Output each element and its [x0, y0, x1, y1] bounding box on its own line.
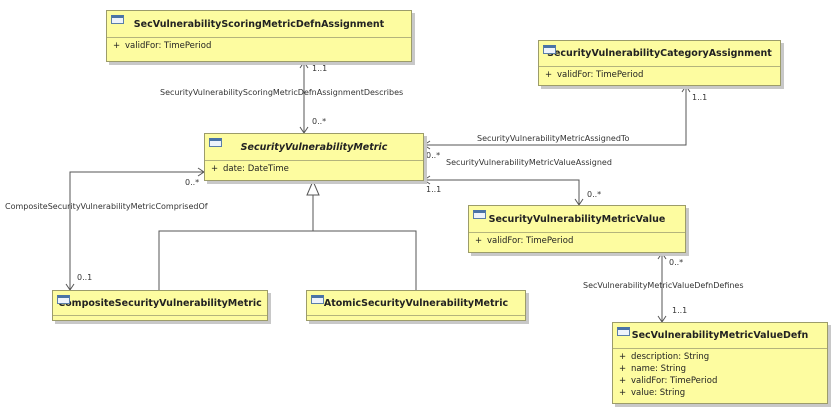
- visibility-marker: +: [619, 388, 627, 398]
- value-assigned-mult-left: 1..1: [426, 185, 442, 194]
- visibility-marker: +: [619, 364, 627, 374]
- describes-arrow-top: [299, 61, 309, 69]
- comprised-of-mult-composite: 0..1: [77, 273, 93, 282]
- attribute-text: validFor: TimePeriod: [631, 376, 718, 386]
- class-security-vulnerability-metric[interactable]: SecurityVulnerabilityMetric + date: DateT…: [204, 133, 424, 181]
- value-defn-defines-mult-top: 0..*: [669, 258, 684, 267]
- attribute-compartment: + description: String + name: String + vali…: [613, 349, 827, 401]
- attribute-row: + name: String: [619, 363, 821, 375]
- class-icon: [617, 327, 630, 336]
- comprised-of-mult-metric: 0..*: [185, 178, 200, 187]
- class-icon: [311, 295, 324, 304]
- comprised-of-label: CompositeSecurityVulnerabilityMetricComp…: [5, 202, 208, 211]
- class-header: CompositeSecurityVulnerabilityMetric: [53, 291, 267, 316]
- class-name: AtomicSecurityVulnerabilityMetric: [323, 297, 509, 309]
- attribute-row: + validFor: TimePeriod: [545, 69, 774, 81]
- visibility-marker: +: [113, 41, 121, 51]
- attribute-row: + description: String: [619, 351, 821, 363]
- attribute-compartment: + validFor: TimePeriod: [469, 233, 685, 249]
- assigned-to-mult-top: 1..1: [692, 93, 708, 102]
- attribute-row: + value: String: [619, 387, 821, 399]
- value-defn-defines-mult-bottom: 1..1: [672, 306, 688, 315]
- class-scoring-metric-defn-assignment[interactable]: SecVulnerabilityScoringMetricDefnAssignm…: [106, 10, 412, 62]
- attribute-compartment: + date: DateTime: [205, 161, 423, 177]
- class-name: SecurityVulnerabilityCategoryAssignment: [547, 48, 772, 59]
- attribute-row: + validFor: TimePeriod: [113, 40, 405, 52]
- class-header: SecurityVulnerabilityMetricValue: [469, 206, 685, 233]
- visibility-marker: +: [475, 236, 483, 246]
- class-name: SecurityVulnerabilityMetric: [240, 141, 388, 153]
- attribute-text: validFor: TimePeriod: [487, 236, 574, 246]
- visibility-marker: +: [211, 164, 219, 174]
- attribute-text: name: String: [631, 364, 687, 374]
- value-defn-defines-arrow-top: [657, 252, 667, 260]
- class-icon: [111, 15, 124, 24]
- class-header: AtomicSecurityVulnerabilityMetric: [307, 291, 525, 316]
- class-header: SecVulnerabilityMetricValueDefn: [613, 323, 827, 349]
- describes-mult-top: 1..1: [312, 64, 328, 73]
- class-name: SecVulnerabilityScoringMetricDefnAssignm…: [133, 18, 385, 30]
- generalization-triangle: [306, 179, 320, 196]
- class-metric-value[interactable]: SecurityVulnerabilityMetricValue + validF…: [468, 205, 686, 253]
- class-header: SecVulnerabilityScoringMetricDefnAssignm…: [107, 11, 411, 38]
- generalization-line[interactable]: [158, 230, 417, 290]
- class-category-assignment[interactable]: SecurityVulnerabilityCategoryAssignment …: [538, 40, 781, 86]
- value-assigned-label: SecurityVulnerabilityMetricValueAssigned: [446, 158, 612, 167]
- assigned-to-arrow-top: [681, 85, 691, 93]
- visibility-marker: +: [545, 70, 553, 80]
- attribute-row: + date: DateTime: [211, 163, 417, 175]
- value-defn-defines-label: SecVulnerabilityMetricValueDefnDefines: [583, 281, 744, 290]
- comprised-of-association-line[interactable]: [69, 171, 204, 290]
- class-name: SecVulnerabilityMetricValueDefn: [631, 330, 809, 341]
- attribute-text: validFor: TimePeriod: [125, 41, 212, 51]
- value-assigned-association-line[interactable]: [424, 179, 580, 205]
- class-metric-value-defn[interactable]: SecVulnerabilityMetricValueDefn + descrip…: [612, 322, 828, 404]
- assigned-to-association-line[interactable]: [424, 86, 687, 146]
- class-composite-metric[interactable]: CompositeSecurityVulnerabilityMetric: [52, 290, 268, 321]
- value-assigned-arrow-left: [423, 175, 431, 185]
- class-icon: [543, 45, 556, 54]
- class-header: SecurityVulnerabilityCategoryAssignment: [539, 41, 780, 67]
- class-icon: [473, 210, 486, 219]
- attribute-row: + validFor: TimePeriod: [619, 375, 821, 387]
- describes-mult-bottom: 0..*: [312, 117, 327, 126]
- attribute-text: date: DateTime: [223, 164, 289, 174]
- attribute-text: validFor: TimePeriod: [557, 70, 644, 80]
- attribute-text: value: String: [631, 388, 686, 398]
- assigned-to-label: SecurityVulnerabilityMetricAssignedTo: [477, 134, 630, 143]
- value-assigned-mult-right: 0..*: [587, 190, 602, 199]
- attribute-compartment: + validFor: TimePeriod: [107, 38, 411, 54]
- visibility-marker: +: [619, 376, 627, 386]
- class-name: CompositeSecurityVulnerabilityMetric: [58, 297, 262, 309]
- assigned-to-mult-left: 0..*: [426, 151, 441, 160]
- class-icon: [209, 138, 222, 147]
- class-name: SecurityVulnerabilityMetricValue: [488, 213, 666, 225]
- attribute-text: description: String: [631, 352, 710, 362]
- class-header: SecurityVulnerabilityMetric: [205, 134, 423, 161]
- attribute-row: + validFor: TimePeriod: [475, 235, 679, 247]
- visibility-marker: +: [619, 352, 627, 362]
- attribute-compartment: + validFor: TimePeriod: [539, 67, 780, 83]
- assigned-to-arrow-left: [423, 140, 431, 150]
- describes-label: SecurityVulnerabilityScoringMetricDefnAs…: [160, 88, 404, 97]
- class-atomic-metric[interactable]: AtomicSecurityVulnerabilityMetric: [306, 290, 526, 321]
- class-icon: [57, 295, 70, 304]
